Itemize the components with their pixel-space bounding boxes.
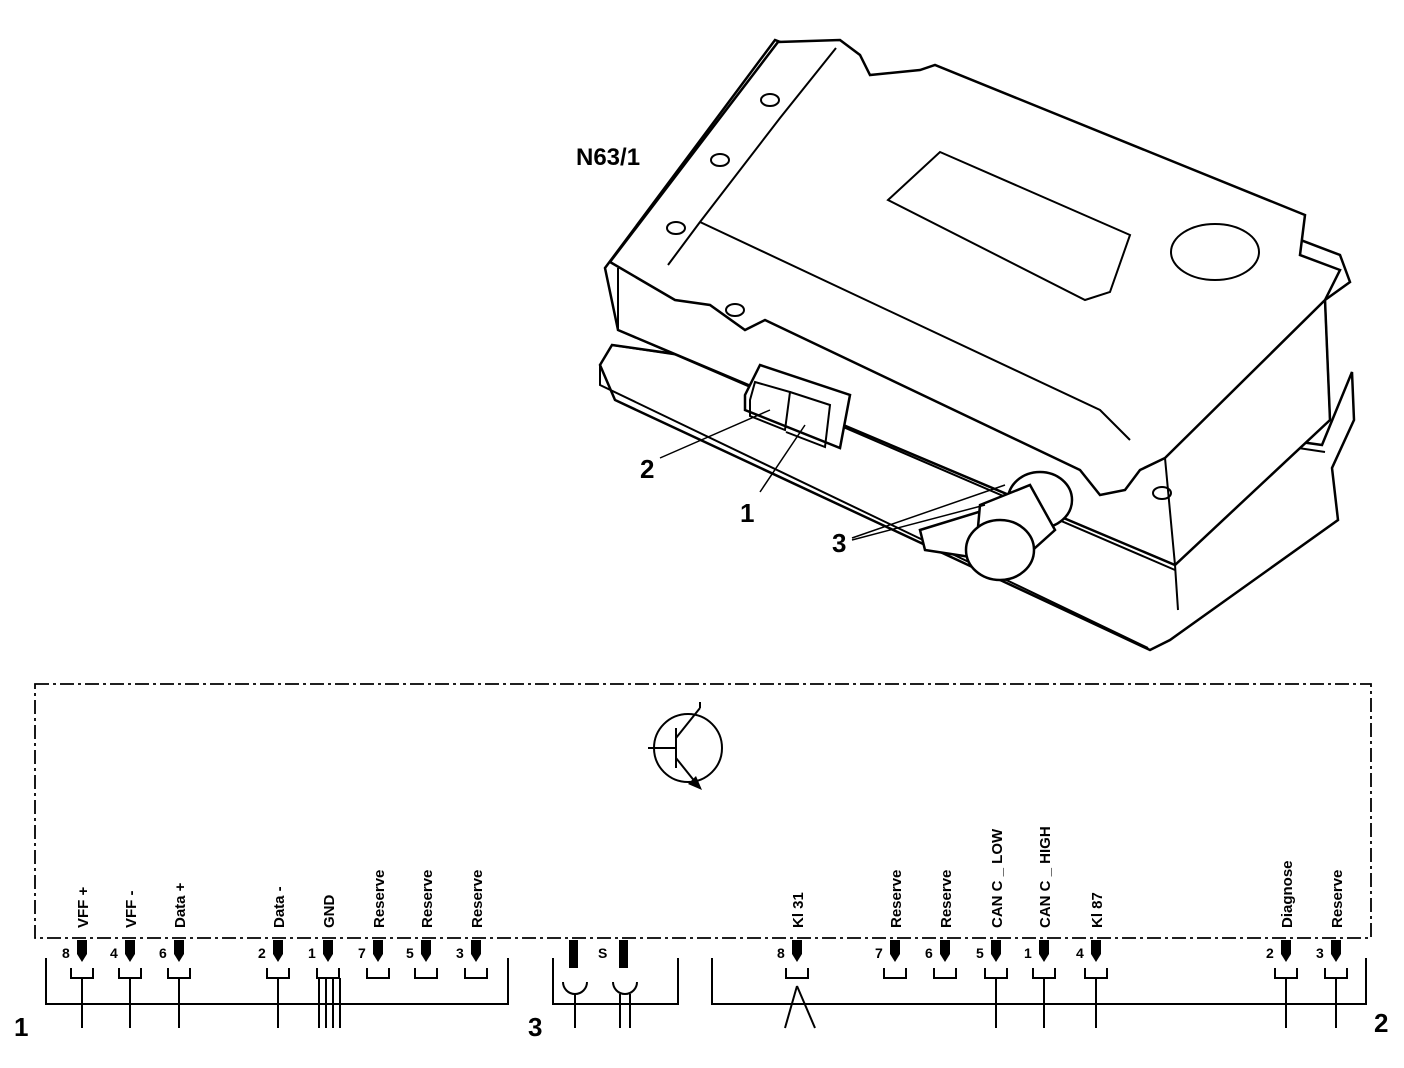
pin-bracket [933, 968, 957, 979]
pin-6: Data + 6 [159, 882, 191, 1028]
pin-arrow [373, 940, 383, 962]
pin-7: Reserve 7 [875, 870, 907, 979]
pin-bracket [266, 968, 290, 979]
pin-number: 3 [456, 945, 464, 961]
pin-arrow [421, 940, 431, 962]
pin-number: 3 [1316, 945, 1324, 961]
pin-bracket [167, 968, 191, 979]
pin-bracket [1032, 968, 1056, 979]
pin-name: Reserve [1329, 870, 1346, 928]
pin-bracket [464, 968, 488, 979]
pin-name: Reserve [888, 870, 905, 928]
connector-3: S 3 [528, 940, 679, 1042]
pin-1: GND 1 [308, 895, 340, 979]
pin-name: Data - [271, 886, 288, 928]
pin-7: Reserve 7 [358, 870, 390, 979]
pin-number: 4 [1076, 945, 1084, 961]
pin-number: 6 [159, 945, 167, 961]
pin-name: CAN C _ LOW [989, 828, 1006, 928]
pin-arrow [1091, 940, 1101, 962]
pin-5: Reserve 5 [406, 870, 438, 979]
pin-4: Kl 87 4 [1076, 892, 1108, 1028]
pin-number: 4 [110, 945, 118, 961]
pin-1: CAN C _ HIGH 1 [1024, 826, 1056, 1028]
pin-5: CAN C _ LOW 5 [976, 828, 1008, 1028]
pin-number: 1 [308, 945, 316, 961]
device-title: N63/1 [576, 144, 640, 171]
pin-name: Data + [172, 882, 189, 928]
pin-4: VFF - 4 [110, 891, 142, 1028]
pin-name: VFF + [75, 887, 92, 928]
pin-bracket [414, 968, 438, 979]
pin-bracket [366, 968, 390, 979]
pin-bracket [1084, 968, 1108, 979]
pin-2: Data - 2 [258, 886, 290, 1028]
pin-arrow [273, 940, 283, 962]
callout-1: 1 [740, 498, 754, 528]
pin-arrow [940, 940, 950, 962]
pin-2: Diagnose 2 [1266, 860, 1298, 1028]
pin-arrow [991, 940, 1001, 962]
pin-number: 5 [406, 945, 414, 961]
pin-arrow [1281, 940, 1291, 962]
pin-3: Reserve 3 [456, 870, 488, 979]
pin-bracket [70, 968, 94, 979]
pin-arrow [77, 940, 87, 962]
pin-name: Reserve [938, 870, 955, 928]
pin-number: 8 [777, 945, 785, 961]
pin-bracket [883, 968, 907, 979]
coax-core-pin [569, 940, 578, 968]
pin-arrow [890, 940, 900, 962]
pin-arrow [174, 940, 184, 962]
pin-bracket [1274, 968, 1298, 979]
pin-name: Diagnose [1279, 860, 1296, 928]
pin-name: Kl 31 [790, 892, 807, 928]
pin-8: VFF + 8 [62, 887, 94, 1028]
pin-number: 1 [1024, 945, 1032, 961]
callout-3: 3 [832, 528, 846, 558]
pin-3: Reserve 3 [1316, 870, 1348, 1028]
pin-name: VFF - [123, 891, 140, 929]
shield-label: S [598, 945, 607, 961]
pin-name: Reserve [419, 870, 436, 928]
pin-name: Reserve [371, 870, 388, 928]
pin-name: CAN C _ HIGH [1037, 826, 1054, 928]
pin-arrow [471, 940, 481, 962]
pin-bracket [1324, 968, 1348, 979]
pin-number: 2 [258, 945, 266, 961]
pin-8: Kl 31 8 [777, 892, 809, 979]
control-unit-illustration [598, 38, 1356, 652]
pin-number: 8 [62, 945, 70, 961]
pin-6: Reserve 6 [925, 870, 957, 979]
module-boundary [34, 683, 1372, 939]
pin-bracket [118, 968, 142, 979]
pin-number: 5 [976, 945, 984, 961]
pin-arrow [125, 940, 135, 962]
pin-number: 7 [875, 945, 883, 961]
pin-number: 6 [925, 945, 933, 961]
pin-name: GND [321, 895, 338, 929]
callout-2: 2 [640, 454, 654, 484]
pin-arrow [323, 940, 333, 962]
pin-arrow [792, 940, 802, 962]
pin-number: 7 [358, 945, 366, 961]
pin-arrow [1331, 940, 1341, 962]
coax-shield-pin [619, 940, 628, 968]
pin-name: Reserve [469, 870, 486, 928]
pin-bracket [984, 968, 1008, 979]
connector-1-label: 1 [14, 1012, 28, 1042]
pin-bracket [785, 968, 809, 979]
pin-number: 2 [1266, 945, 1274, 961]
pin-bracket [316, 968, 340, 979]
pin-name: Kl 87 [1089, 892, 1106, 928]
connector-3-label: 3 [528, 1012, 542, 1042]
transistor-symbol [648, 702, 723, 790]
connector-2-label: 2 [1374, 1008, 1388, 1038]
pin-arrow [1039, 940, 1049, 962]
